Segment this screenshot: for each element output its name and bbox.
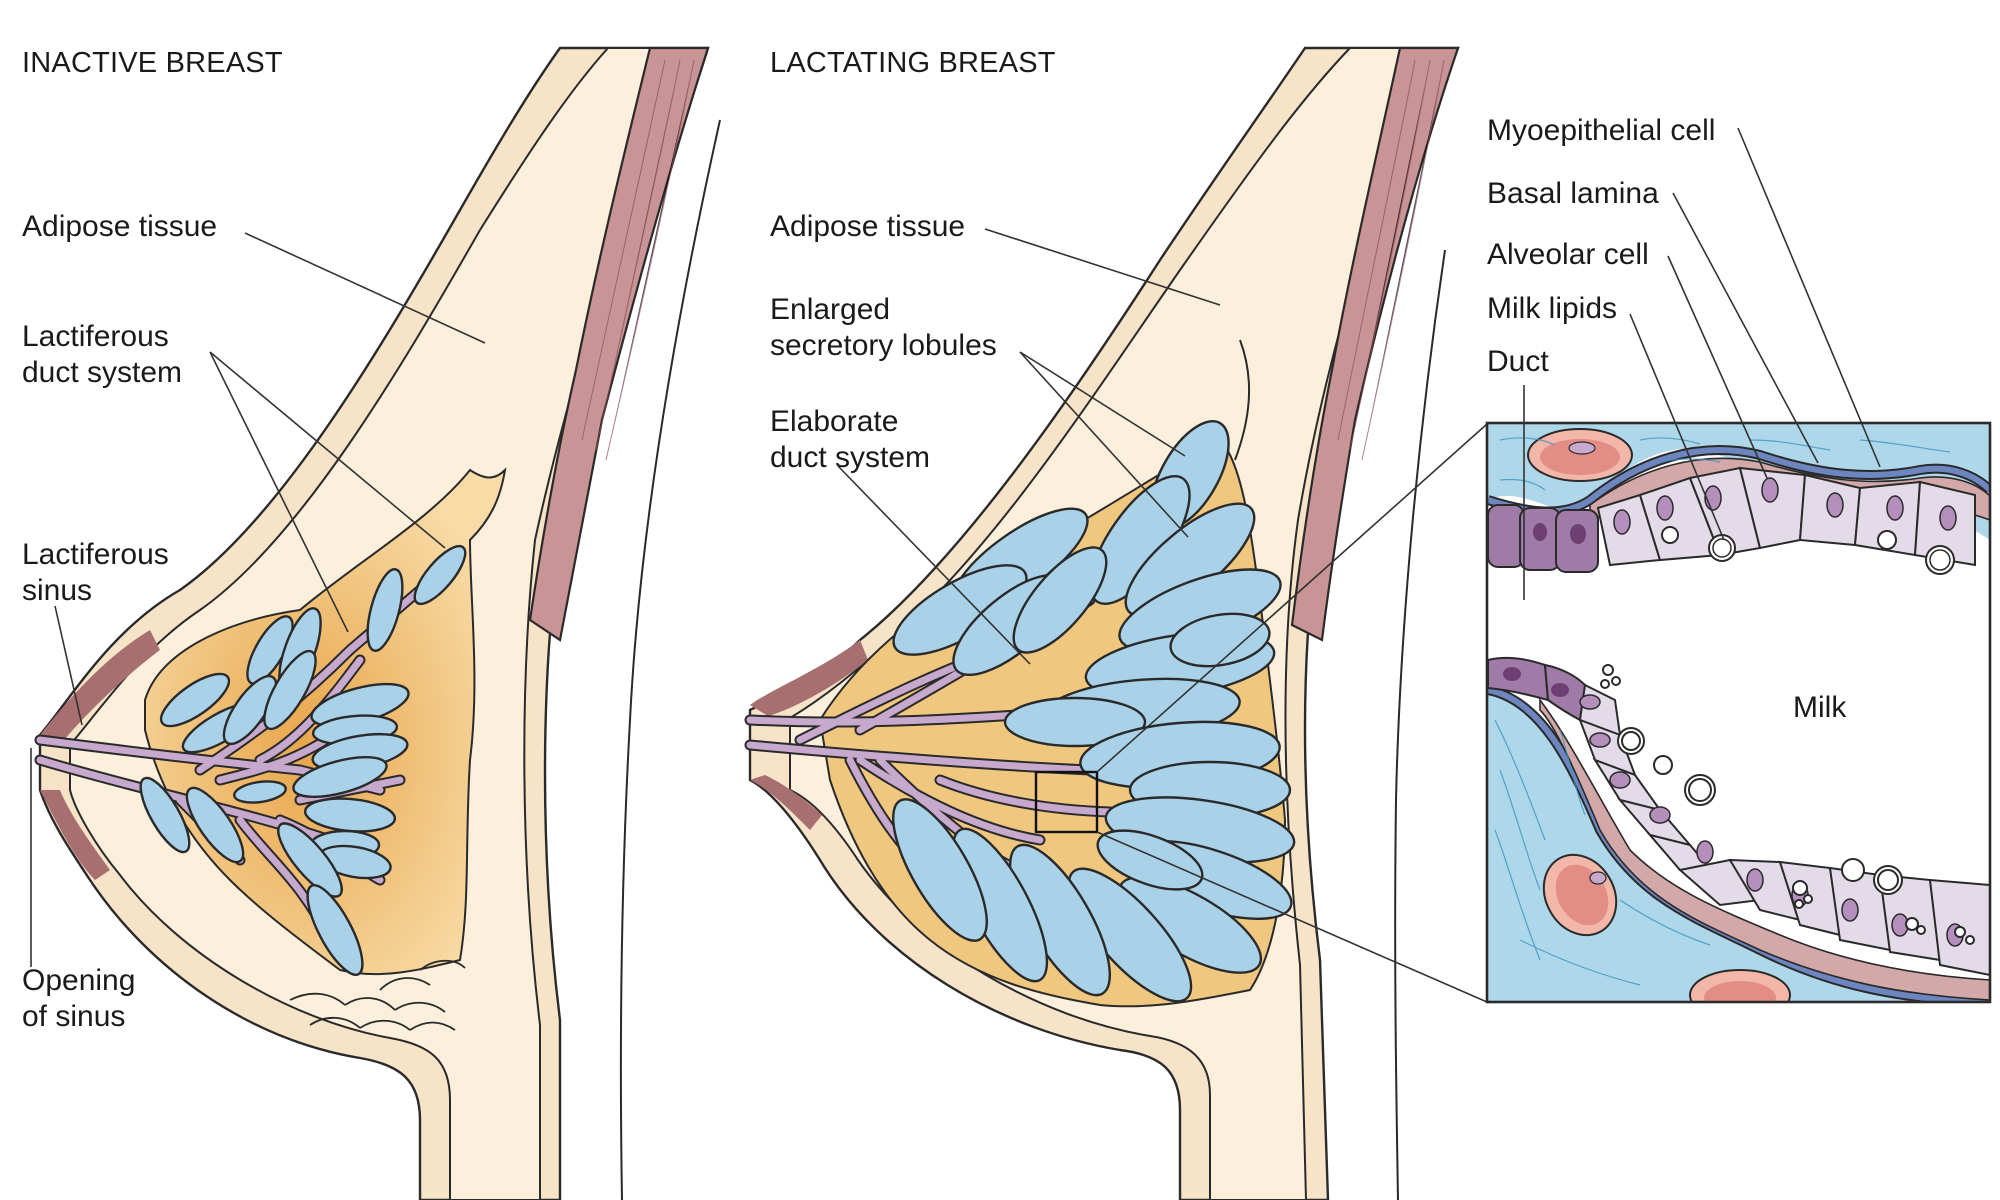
inset-blood-vessel-bottom [1542,853,1791,1002]
lobule [263,649,317,731]
lobule [185,786,245,864]
lobule [139,776,191,854]
magnified-region-box [1034,770,1099,834]
label-opening-of-sinus-line2: of sinus [22,1000,125,1033]
lactating-breast-title: LACTATING BREAST [770,47,1056,79]
label-alveolar-cell: Alveolar cell [1487,238,1649,271]
lobule [222,674,278,746]
lactating-chest-wall-line [1394,249,1446,1200]
label-basal-lamina: Basal lamina [1487,177,1659,210]
lobule [413,544,467,606]
inset-frame [1485,421,1992,1004]
lobule [159,672,231,728]
lactating-breast-illustration [744,46,1488,1200]
inset-duct-cells-top [1488,504,1599,573]
label-milk-lipids: Milk lipids [1487,292,1617,325]
lobule [233,780,287,804]
lobule [292,755,388,799]
label-lactiferous-duct-system-line1: Lactiferous [22,320,169,353]
inset-connective-tissue-bottom [1488,690,1990,1002]
inactive-areola [40,630,160,880]
lobule [1096,829,1204,891]
inactive-lobules [139,544,467,976]
inactive-breast-title: INACTIVE BREAST [22,47,283,79]
lobule [366,568,404,652]
alveolus-inset [1485,385,1992,1004]
lobule [1003,696,1147,748]
inactive-chest-wall-line [619,119,721,1200]
inset-alveolar-cells-top [1596,466,1976,575]
lobule [1012,546,1108,654]
inactive-breast-illustration [34,46,721,1200]
inset-myoepithelial-bottom [1539,697,1990,1001]
label-elaborate-duct-system-line2: duct system [770,441,930,474]
inset-blood-vessel-top [1527,428,1633,482]
label-lactiferous-sinus-line1: Lactiferous [22,538,169,571]
label-myoepithelial-cell: Myoepithelial cell [1487,114,1715,147]
label-adipose-tissue-lactating: Adipose tissue [770,210,965,243]
label-enlarged-secretory-lobules-line1: Enlarged [770,293,890,326]
label-enlarged-secretory-lobules-line2: secretory lobules [770,329,997,362]
label-duct: Duct [1487,345,1549,378]
label-adipose-tissue-inactive: Adipose tissue [22,210,217,243]
leader-lines [30,127,1881,967]
inset-milk-lipid-droplets [1600,664,1975,945]
label-lactiferous-sinus-line2: sinus [22,574,92,607]
lactating-pectoral-muscle [1290,46,1460,642]
inset-duct-cells-bottom [1488,656,1587,722]
lactating-areola [750,640,868,830]
label-milk: Milk [1793,691,1847,724]
lobule [306,884,364,976]
label-opening-of-sinus-line1: Opening [22,964,135,997]
lobule [277,822,343,898]
lobule [892,798,988,942]
lactating-lobules [892,419,1296,1003]
inactive-fat-lobules [289,959,466,1031]
label-elaborate-duct-system-line1: Elaborate [770,405,898,438]
label-lactiferous-duct-system-line2: duct system [22,356,182,389]
inset-alveolar-cells-bottom [1578,683,1990,977]
lobule [1169,612,1271,668]
